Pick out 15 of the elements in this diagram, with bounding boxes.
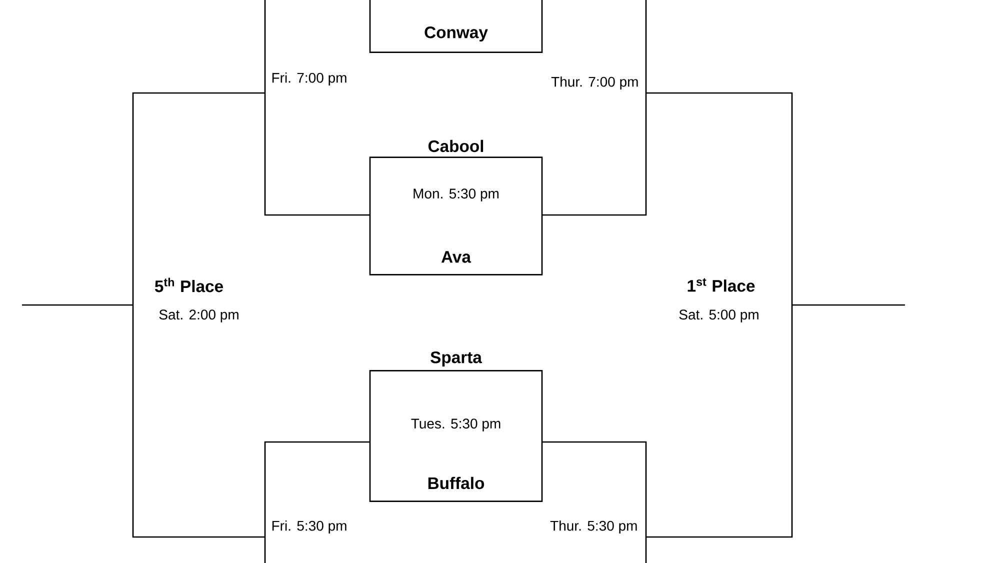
team-name: Conway xyxy=(424,26,488,42)
game-time: Mon. 5:30 pm xyxy=(414,188,498,202)
team-name: Sparta xyxy=(430,351,482,367)
place-label: 5$^{th}$ Place xyxy=(154,278,223,292)
game-time: Sat. 5:00 pm xyxy=(679,310,758,322)
place-label: 1$^{st}$ Place xyxy=(688,278,755,292)
game-time: Thur. 7:00 pm xyxy=(551,76,638,90)
game-time: Tues. 5:30 pm xyxy=(411,418,500,432)
game-time: Fri. 5:30 pm xyxy=(272,520,346,534)
game-time: Sat. 2:00 pm xyxy=(159,310,238,322)
team-name: Ava xyxy=(441,251,472,263)
team-name: Buffalo xyxy=(428,476,484,490)
game-time: Thur. 5:30 pm xyxy=(550,520,637,534)
game-time: Fri. 7:00 pm xyxy=(272,72,346,86)
team-name: Cabool xyxy=(428,140,484,152)
